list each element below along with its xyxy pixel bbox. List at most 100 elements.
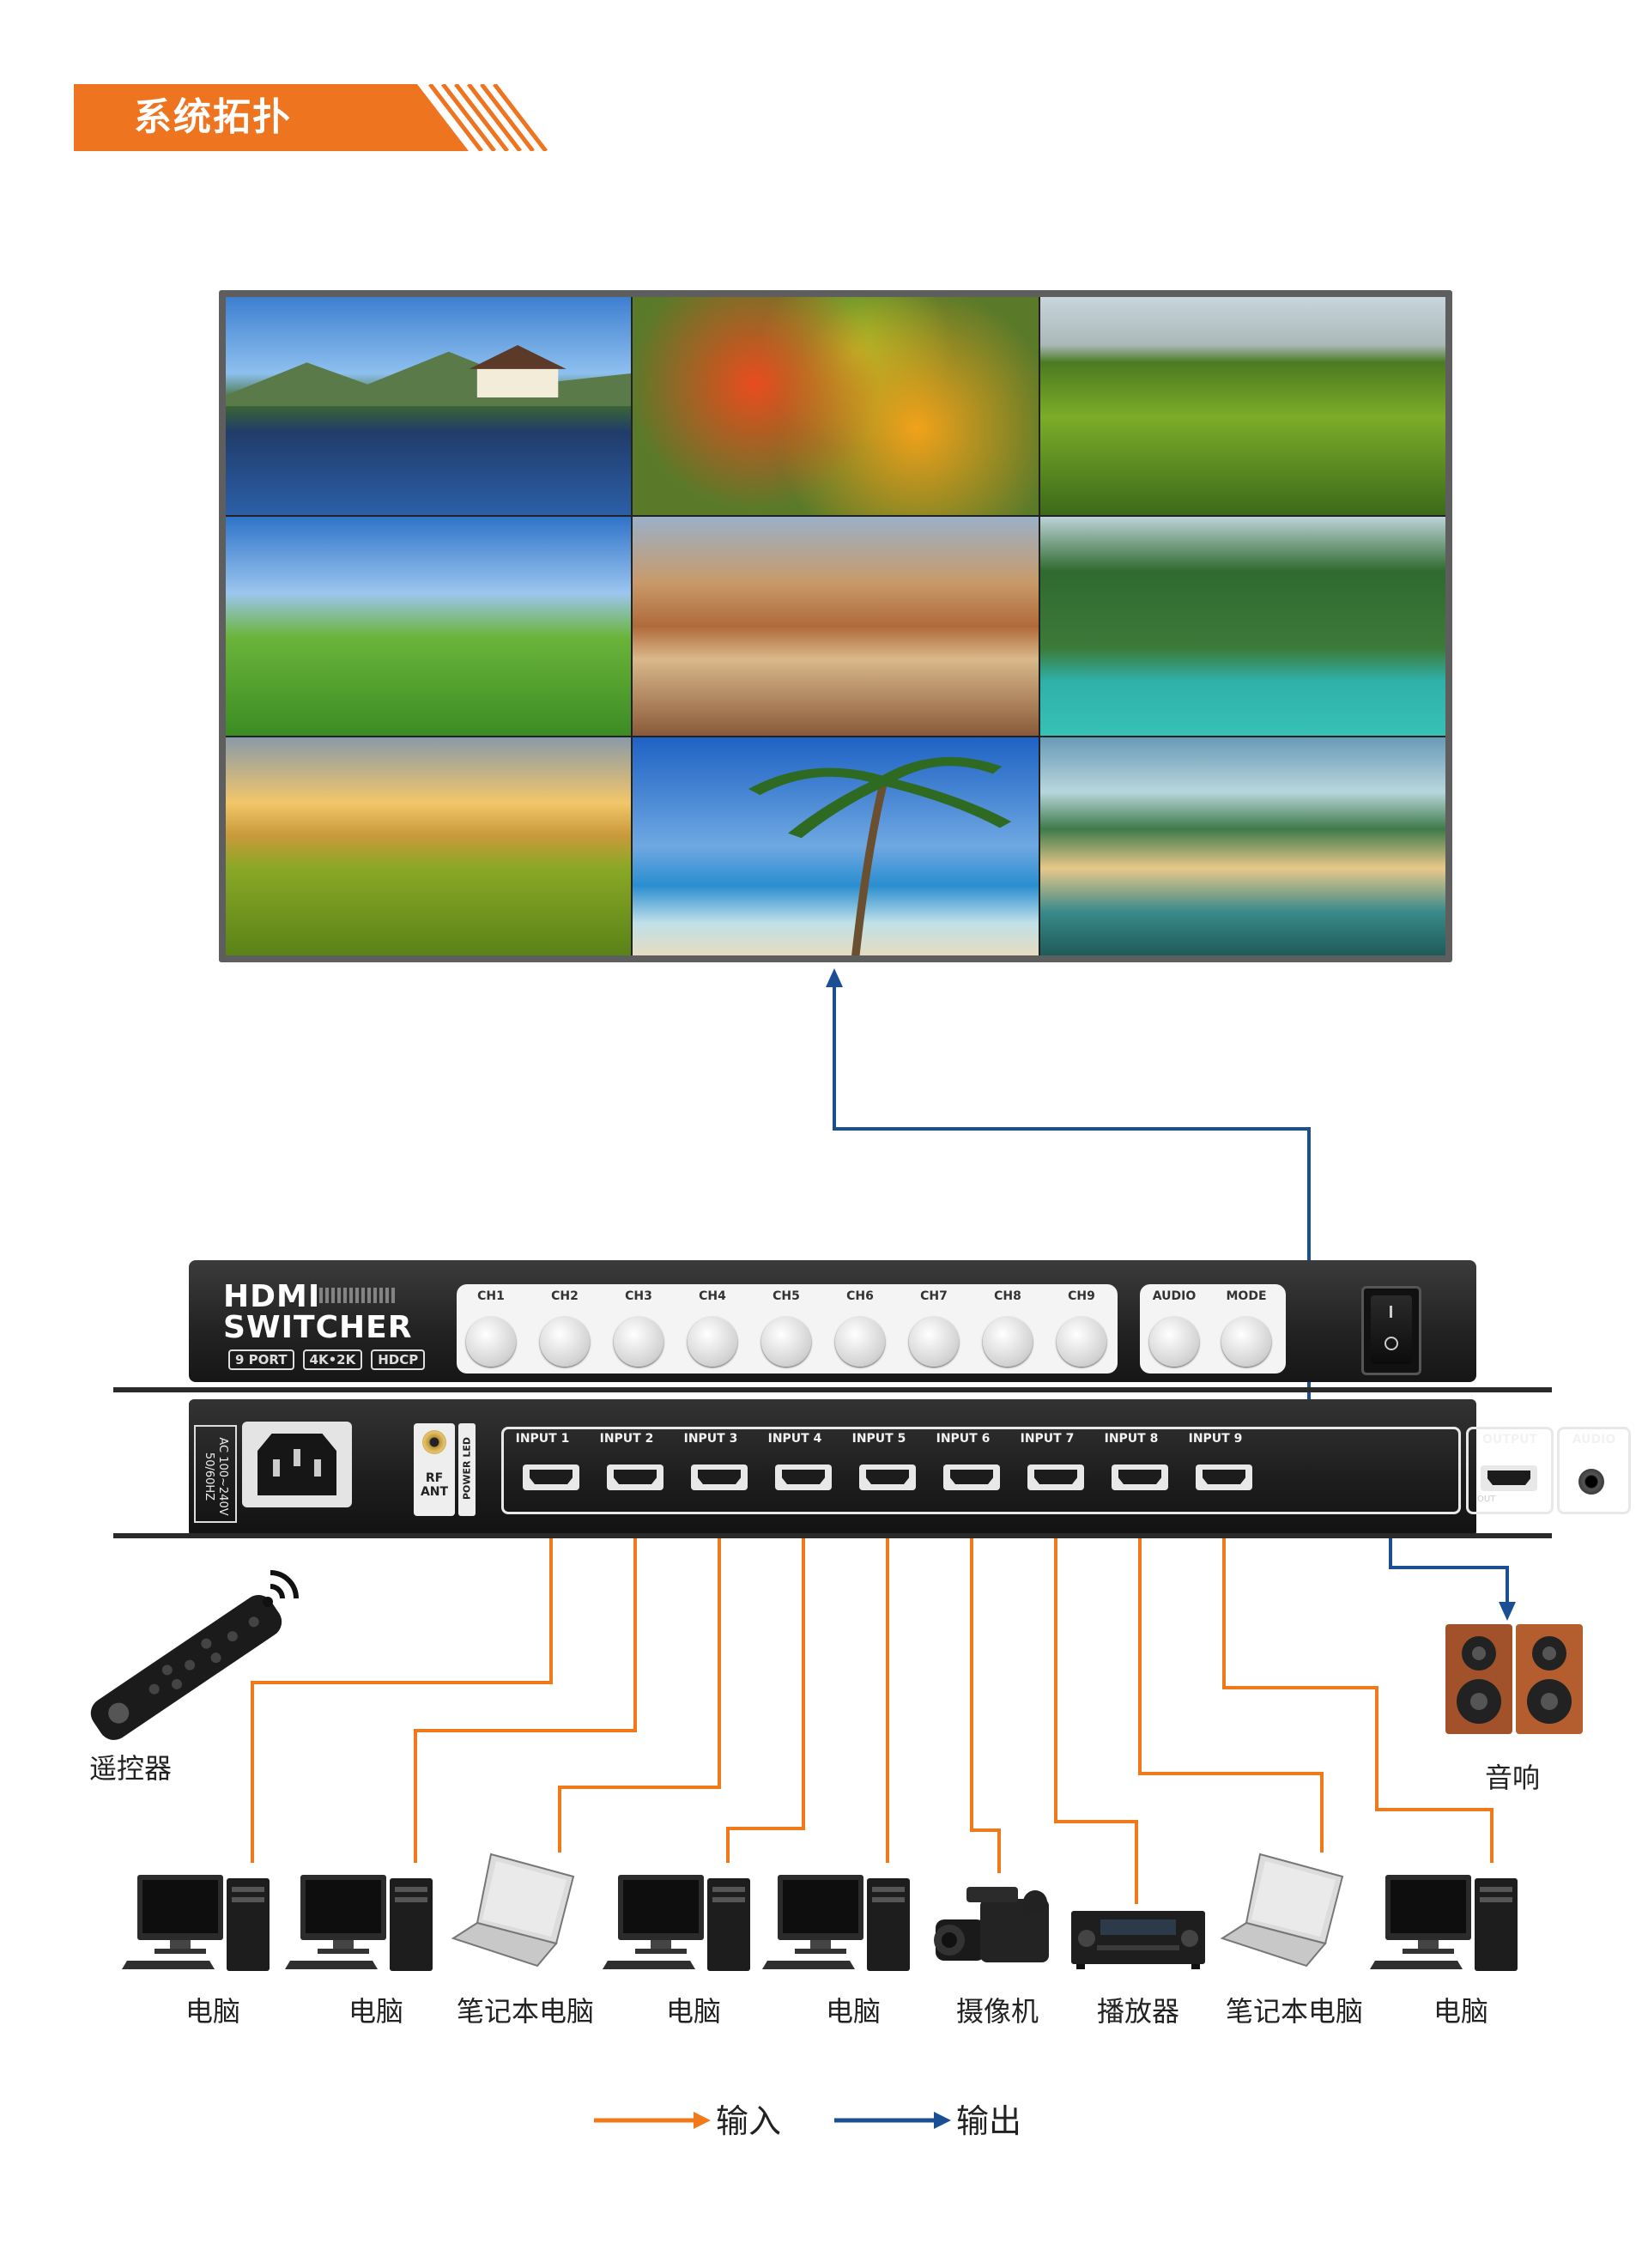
hdmi-input-port-7[interactable] xyxy=(1027,1464,1084,1490)
remote-label: 遥控器 xyxy=(88,1752,172,1785)
ch-label-9: CH9 xyxy=(1068,1289,1095,1303)
source-devices xyxy=(122,1853,1518,1971)
badge-ports: 9 PORT xyxy=(228,1349,294,1370)
screen-tile-7 xyxy=(226,737,632,955)
mount-rail-bottom xyxy=(113,1533,1552,1538)
ch9-button[interactable] xyxy=(1057,1317,1106,1367)
power-led-box: POWER LED xyxy=(458,1423,476,1516)
screen-tile-4 xyxy=(226,517,632,736)
hdmi-input-ports xyxy=(523,1464,1252,1490)
input-label-8: INPUT 8 xyxy=(1104,1432,1159,1446)
source-label-5: 电脑 xyxy=(825,1995,881,2028)
ch-label-6: CH6 xyxy=(846,1289,874,1303)
aux-labels: AUDIO MODE xyxy=(1144,1289,1276,1303)
input-label-4: INPUT 4 xyxy=(767,1432,822,1446)
ch2-button[interactable] xyxy=(540,1317,590,1367)
mode-label: MODE xyxy=(1226,1289,1267,1303)
screen-tile-3 xyxy=(1039,297,1445,516)
aux-button-panel: AUDIO MODE xyxy=(1140,1284,1286,1374)
hdmi-input-port-8[interactable] xyxy=(1112,1464,1168,1490)
hdmi-output-panel: OUTPUT OUT xyxy=(1466,1427,1554,1514)
ch7-button[interactable] xyxy=(909,1317,959,1367)
speaker-label: 音响 xyxy=(1484,1762,1540,1794)
nine-split-screen xyxy=(226,297,1445,955)
legend-output-label: 输出 xyxy=(956,2102,1022,2140)
badge-resolution: 4K•2K xyxy=(302,1349,363,1370)
power-switch[interactable] xyxy=(1361,1286,1421,1375)
brand-hdmi: HDMI xyxy=(223,1279,321,1314)
ch6-button[interactable] xyxy=(835,1317,885,1367)
hdmi-input-port-6[interactable] xyxy=(943,1464,1000,1490)
spec-badges: 9 PORT 4K•2K HDCP xyxy=(228,1349,426,1370)
source-label-3: 笔记本电脑 xyxy=(456,1995,594,2028)
screen-tile-2 xyxy=(633,297,1039,516)
badge-hdcp: HDCP xyxy=(371,1349,426,1370)
speaker-icon xyxy=(1445,1624,1583,1734)
input-label-3: INPUT 3 xyxy=(683,1432,738,1446)
source-label-1: 电脑 xyxy=(185,1995,240,2028)
input-label-2: INPUT 2 xyxy=(599,1432,654,1446)
source-label-7: 播放器 xyxy=(1096,1995,1179,2028)
ch-label-5: CH5 xyxy=(772,1289,800,1303)
rf-antenna-box: RF ANT xyxy=(414,1423,455,1516)
hdmi-output-port[interactable] xyxy=(1481,1465,1537,1491)
source-label-8: 笔记本电脑 xyxy=(1225,1995,1363,2028)
computer-icon-1 xyxy=(122,1875,270,1971)
computer-icon-4 xyxy=(762,1875,910,1971)
vent-pattern xyxy=(319,1288,397,1303)
hdmi-input-port-3[interactable] xyxy=(691,1464,748,1490)
hdmi-input-port-5[interactable] xyxy=(859,1464,916,1490)
channel-buttons xyxy=(466,1317,1106,1367)
ch3-button[interactable] xyxy=(614,1317,663,1367)
source-label-6: 摄像机 xyxy=(955,1995,1039,2028)
laptop-icon-1 xyxy=(452,1853,574,1967)
ch8-button[interactable] xyxy=(983,1317,1033,1367)
output-label: OUTPUT xyxy=(1482,1433,1537,1446)
input-label-1: INPUT 1 xyxy=(515,1432,570,1446)
channel-labels: CH1 CH2 CH3 CH4 CH5 CH6 CH7 CH8 CH9 xyxy=(461,1289,1112,1303)
input-label-7: INPUT 7 xyxy=(1020,1432,1075,1446)
hdmi-input-port-4[interactable] xyxy=(775,1464,832,1490)
power-spec-text: AC 100~240V 50/60HZ xyxy=(203,1437,229,1516)
audio-jack[interactable] xyxy=(1578,1469,1604,1495)
switcher-front-panel: HDMI SWITCHER 9 PORT 4K•2K HDCP CH1 CH2 … xyxy=(189,1260,1476,1382)
remote-control-icon xyxy=(90,1570,299,1740)
input-label-6: INPUT 6 xyxy=(936,1432,991,1446)
hdmi-input-panel xyxy=(501,1427,1461,1514)
switcher-back-panel: AC 100~240V 50/60HZ RF ANT POWER LED INP… xyxy=(189,1399,1631,1537)
ch1-button[interactable] xyxy=(466,1317,516,1367)
ch4-button[interactable] xyxy=(688,1317,737,1367)
camcorder-icon xyxy=(934,1887,1049,1962)
screen-tile-5 xyxy=(633,517,1039,736)
mount-rail-top xyxy=(113,1387,1552,1392)
computer-icon-3 xyxy=(603,1875,750,1971)
rf-antenna-port[interactable] xyxy=(422,1430,446,1454)
channel-button-panel: CH1 CH2 CH3 CH4 CH5 CH6 CH7 CH8 CH9 xyxy=(457,1284,1118,1374)
player-icon xyxy=(1071,1911,1205,1969)
computer-icon-5 xyxy=(1370,1875,1518,1971)
input-label-5: INPUT 5 xyxy=(851,1432,906,1446)
ch-label-7: CH7 xyxy=(920,1289,948,1303)
section-header: 系统拓扑 xyxy=(74,84,548,151)
input-arrow-icon xyxy=(594,2112,711,2129)
audio-button[interactable] xyxy=(1149,1317,1199,1367)
source-label-4: 电脑 xyxy=(665,1995,721,2028)
screen-tile-8 xyxy=(633,737,1039,955)
brand-switcher: SWITCHER xyxy=(223,1310,413,1345)
legend: 输入 输出 xyxy=(592,2093,1073,2144)
hdmi-input-port-2[interactable] xyxy=(607,1464,663,1490)
input-label-9: INPUT 9 xyxy=(1188,1432,1243,1446)
power-led-label: POWER LED xyxy=(461,1437,473,1501)
screen-tile-9 xyxy=(1039,737,1445,955)
hdmi-input-port-1[interactable] xyxy=(523,1464,579,1490)
ch5-button[interactable] xyxy=(761,1317,811,1367)
audio-output-panel: AUDIO xyxy=(1557,1427,1631,1514)
hdmi-input-port-9[interactable] xyxy=(1196,1464,1252,1490)
legend-input-label: 输入 xyxy=(716,2102,782,2140)
ch-label-2: CH2 xyxy=(551,1289,579,1303)
audio-out-label: AUDIO xyxy=(1572,1433,1616,1446)
ac-power-socket[interactable] xyxy=(242,1422,352,1507)
audio-label: AUDIO xyxy=(1152,1289,1197,1303)
computer-icon-2 xyxy=(285,1875,433,1971)
mode-button[interactable] xyxy=(1221,1317,1271,1367)
